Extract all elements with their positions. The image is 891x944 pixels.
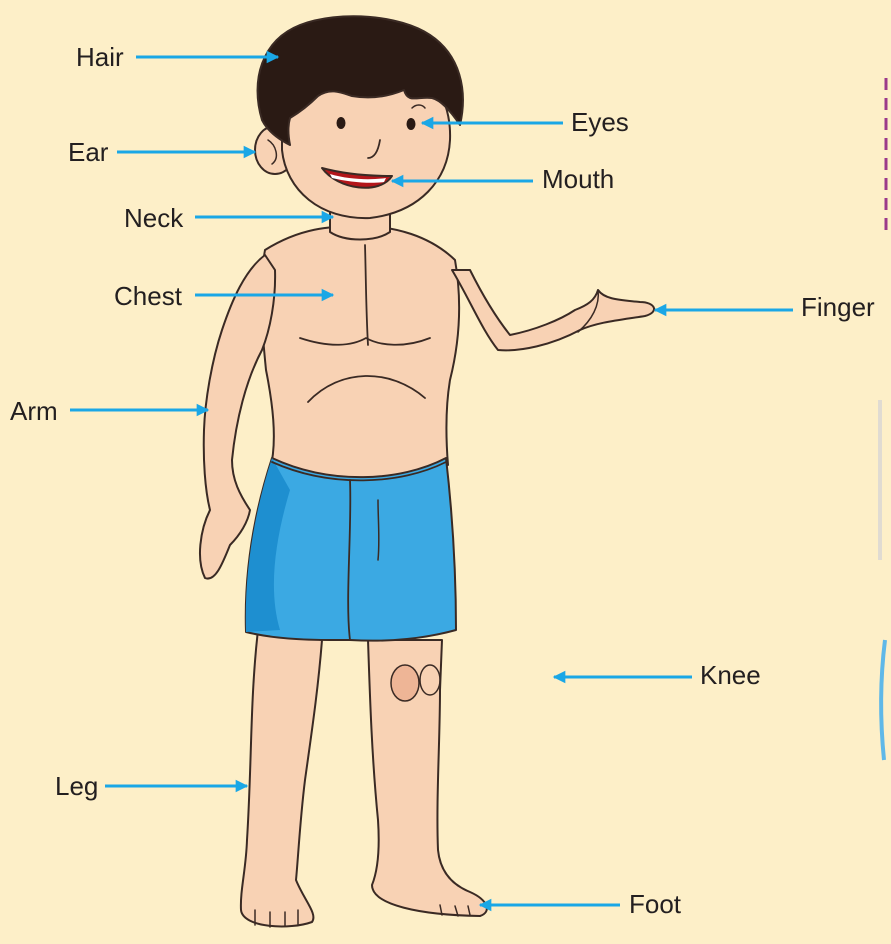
label-leg: Leg xyxy=(55,773,98,799)
label-knee: Knee xyxy=(700,662,761,688)
knee-cap-left xyxy=(391,665,419,701)
eye-right xyxy=(407,118,416,130)
label-hair: Hair xyxy=(76,44,124,70)
label-neck: Neck xyxy=(124,205,183,231)
torso xyxy=(261,226,459,482)
label-finger: Finger xyxy=(801,294,875,320)
label-chest: Chest xyxy=(114,283,182,309)
legs xyxy=(241,630,487,927)
page-edge-decoration xyxy=(880,78,886,760)
label-arm: Arm xyxy=(10,398,58,424)
label-mouth: Mouth xyxy=(542,166,614,192)
label-ear: Ear xyxy=(68,139,108,165)
head xyxy=(255,16,463,218)
label-foot: Foot xyxy=(629,891,681,917)
label-eyes: Eyes xyxy=(571,109,629,135)
arm-right xyxy=(452,270,654,350)
eye-left xyxy=(337,117,346,129)
boy-illustration xyxy=(200,16,654,927)
